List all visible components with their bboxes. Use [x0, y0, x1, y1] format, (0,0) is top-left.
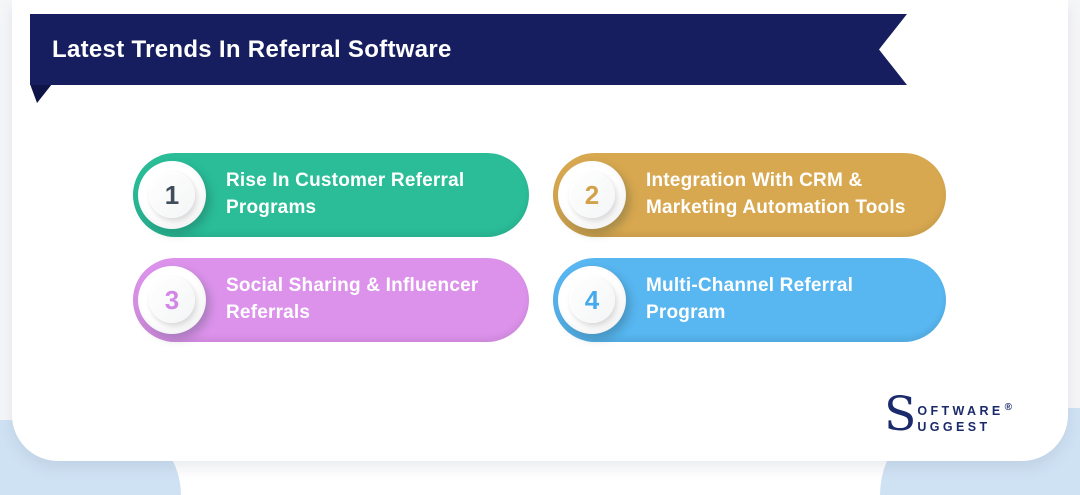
trend-item-2: 2 Integration With CRM & Marketing Autom… — [553, 153, 946, 237]
trend-3-number: 3 — [164, 285, 180, 315]
logo-initial-s: S — [884, 387, 917, 442]
trend-2-number: 2 — [584, 180, 600, 210]
trend-4-label: Multi-Channel Referral Program — [646, 275, 854, 323]
trend-1-number-badge: 1 — [138, 161, 206, 229]
trend-4-number-badge: 4 — [558, 266, 626, 334]
registered-trademark-icon: ® — [1004, 402, 1012, 413]
logo-line-software: OFTWARE® — [917, 402, 1012, 418]
trend-item-1: 1 Rise In Customer Referral Programs — [133, 153, 529, 237]
trend-2-number-badge: 2 — [558, 161, 626, 229]
trend-item-4: 4 Multi-Channel Referral Program — [553, 258, 946, 342]
trend-2-label: Integration With CRM & Marketing Automat… — [646, 170, 906, 218]
trend-4-number: 4 — [584, 285, 600, 315]
trend-3-badge-core: 3 — [149, 277, 195, 323]
trend-item-3: 3 Social Sharing & Influencer Referrals — [133, 258, 529, 342]
trend-4-badge-core: 4 — [569, 277, 615, 323]
softwaresuggest-logo: S OFTWARE® UGGEST — [884, 387, 1012, 442]
title-ribbon: Latest Trends In Referral Software — [30, 14, 907, 85]
trend-2-badge-core: 2 — [569, 172, 615, 218]
page-title: Latest Trends In Referral Software — [52, 35, 452, 63]
trend-3-number-badge: 3 — [138, 266, 206, 334]
logo-line-suggest: UGGEST — [917, 420, 991, 435]
trend-3-label: Social Sharing & Influencer Referrals — [226, 275, 479, 323]
logo-wordmark: OFTWARE® UGGEST — [917, 401, 1012, 436]
trends-grid: 1 Rise In Customer Referral Programs 2 I… — [133, 153, 946, 342]
trend-1-label: Rise In Customer Referral Programs — [226, 170, 465, 218]
trend-1-badge-core: 1 — [149, 172, 195, 218]
trend-1-number: 1 — [164, 180, 180, 210]
